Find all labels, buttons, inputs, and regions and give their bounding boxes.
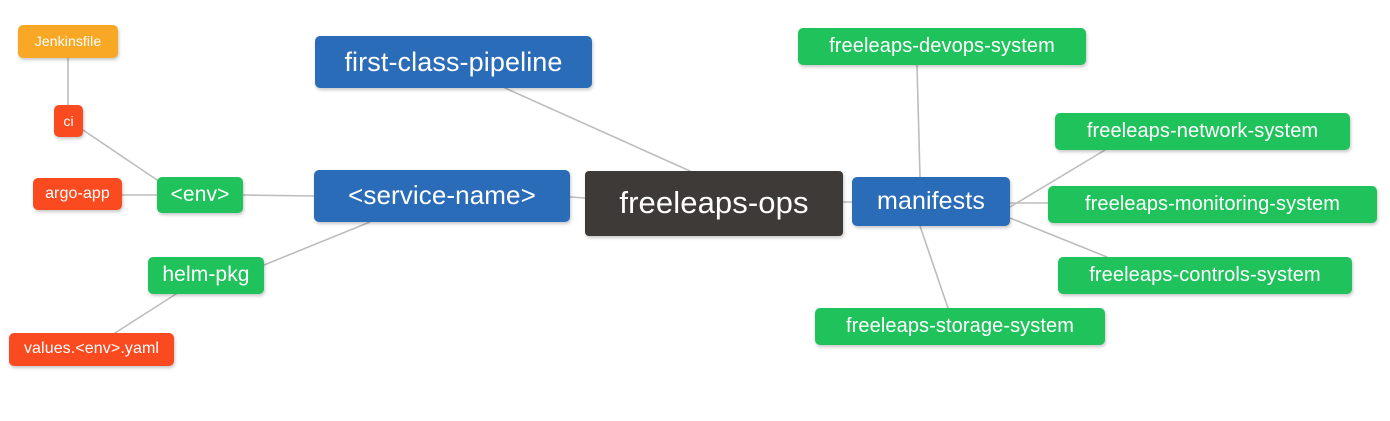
node-values-yaml[interactable]: values.<env>.yaml: [9, 333, 174, 366]
node-env[interactable]: <env>: [157, 177, 243, 213]
node-first-class-pipeline[interactable]: first-class-pipeline: [315, 36, 592, 88]
node-manifests[interactable]: manifests: [852, 177, 1010, 226]
node-service-name[interactable]: <service-name>: [314, 170, 570, 222]
edge-service-name-to-env: [242, 194, 315, 197]
node-freeleaps-controls-system[interactable]: freeleaps-controls-system: [1058, 257, 1352, 294]
edge-freeleaps-ops-to-service-name: [569, 196, 586, 199]
edge-service-name-to-helm-pkg: [263, 221, 371, 266]
node-freeleaps-network-system[interactable]: freeleaps-network-system: [1055, 113, 1350, 150]
node-freeleaps-storage-system[interactable]: freeleaps-storage-system: [815, 308, 1105, 345]
node-jenkinsfile[interactable]: Jenkinsfile: [18, 25, 118, 58]
node-argo-app[interactable]: argo-app: [33, 178, 122, 210]
edge-manifests-to-freeleaps-devops-system: [916, 64, 921, 178]
edge-freeleaps-ops-to-first-class-pipeline: [504, 87, 691, 172]
edge-helm-pkg-to-values-yaml: [114, 293, 177, 334]
node-helm-pkg[interactable]: helm-pkg: [148, 257, 264, 294]
node-ci[interactable]: ci: [54, 105, 83, 137]
node-freeleaps-devops-system[interactable]: freeleaps-devops-system: [798, 28, 1086, 65]
edge-manifests-to-freeleaps-controls-system: [1009, 217, 1108, 258]
edge-manifests-to-freeleaps-storage-system: [919, 225, 949, 309]
node-freeleaps-ops[interactable]: freeleaps-ops: [585, 171, 843, 236]
node-freeleaps-monitoring-system[interactable]: freeleaps-monitoring-system: [1048, 186, 1377, 223]
